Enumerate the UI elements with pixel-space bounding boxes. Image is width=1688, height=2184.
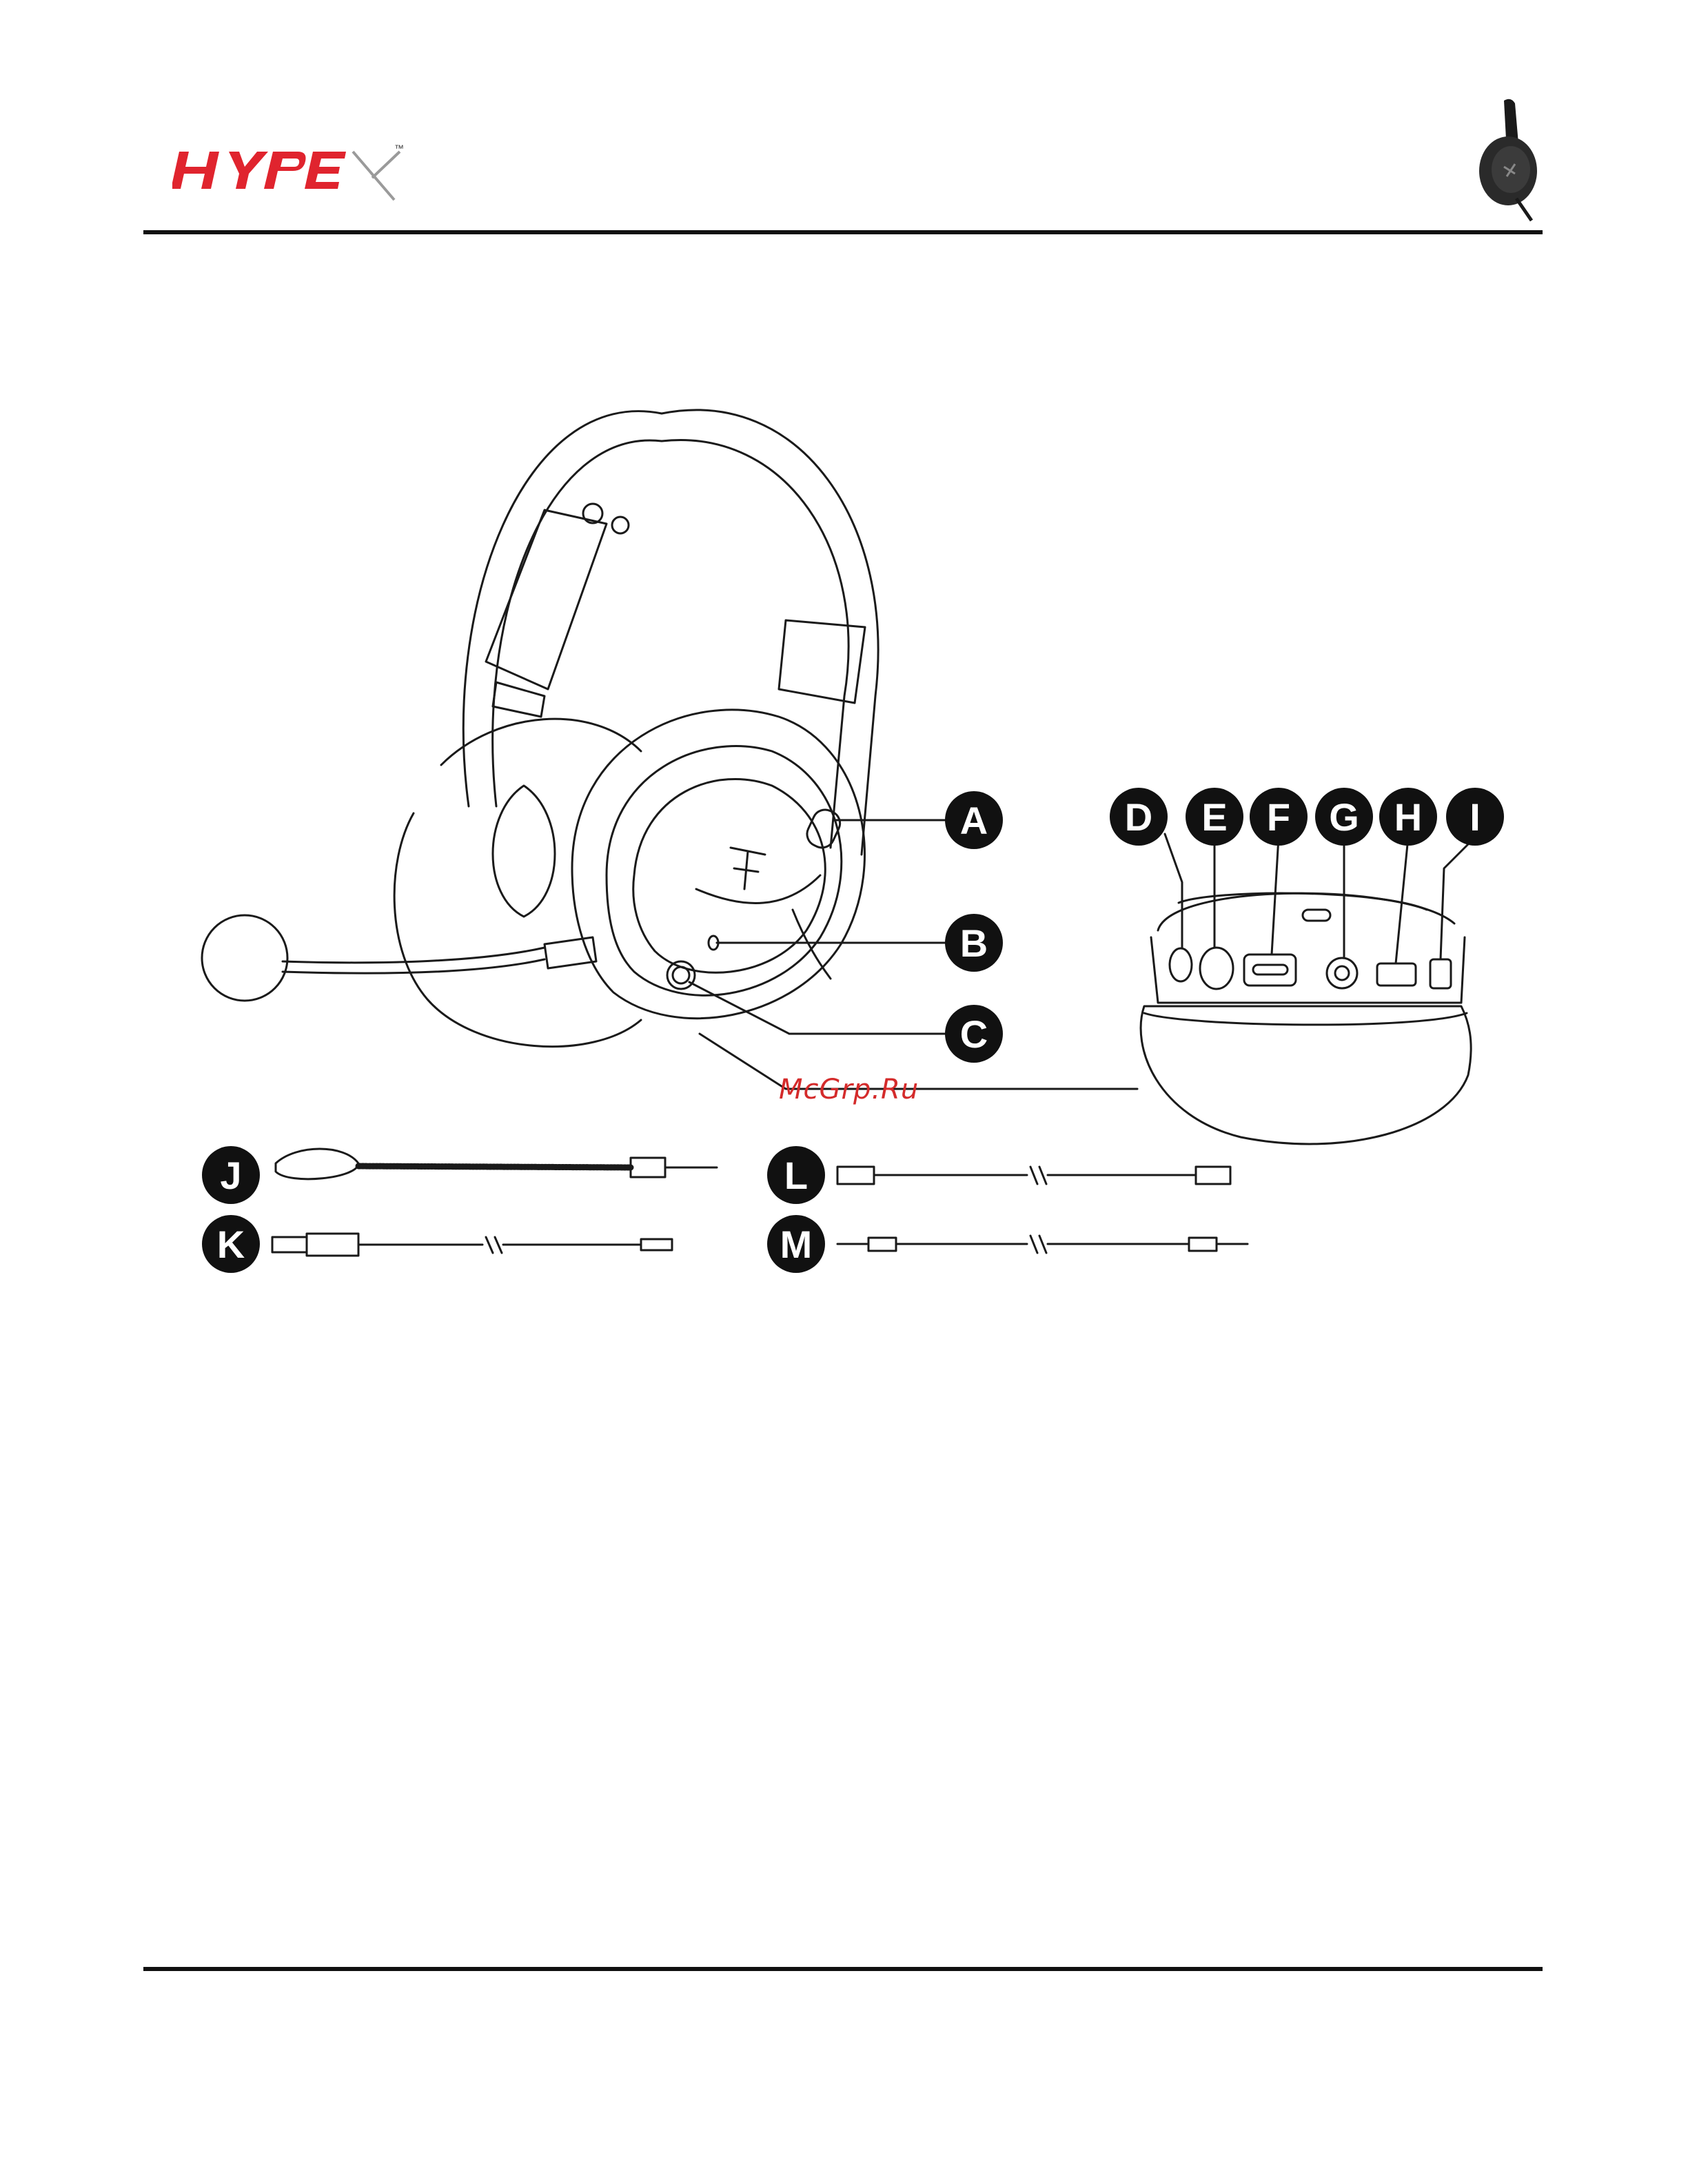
callout-a: A (945, 791, 1003, 849)
callout-label-g: G (1329, 795, 1359, 839)
callout-label-m: M (780, 1223, 813, 1266)
callout-b: B (945, 914, 1003, 972)
callout-h: H (1379, 788, 1437, 846)
callout-j: J (202, 1146, 260, 1204)
cable-k (272, 1237, 307, 1252)
callout-label-l: L (784, 1154, 808, 1197)
callout-label-f: F (1267, 795, 1290, 839)
callout-label-c: C (960, 1012, 988, 1056)
callout-label-d: D (1125, 795, 1152, 839)
callout-label-e: E (1201, 795, 1227, 839)
callout-l: L (767, 1146, 825, 1204)
callout-label-j: J (220, 1154, 241, 1197)
callout-label-a: A (960, 799, 988, 842)
callout-d: D (1110, 788, 1168, 846)
footer-rule (143, 1967, 1543, 1971)
callout-g: G (1315, 788, 1373, 846)
callout-k: K (202, 1215, 260, 1273)
side-earcup (1158, 893, 1454, 930)
callout-e: E (1186, 788, 1243, 846)
back-earcup (394, 813, 641, 1047)
callout-m: M (767, 1215, 825, 1273)
mic-foam (202, 915, 287, 1001)
callout-label-b: B (960, 921, 988, 965)
cable-l (837, 1167, 874, 1184)
cable-j (276, 1149, 358, 1179)
callout-label-h: H (1394, 795, 1422, 839)
callout-c: C (945, 1005, 1003, 1063)
watermark-text: McGrp.Ru (779, 1074, 919, 1105)
callout-label-i: I (1470, 795, 1481, 839)
callout-label-k: K (217, 1223, 245, 1266)
callout-f: F (1250, 788, 1308, 846)
callout-i: I (1446, 788, 1504, 846)
